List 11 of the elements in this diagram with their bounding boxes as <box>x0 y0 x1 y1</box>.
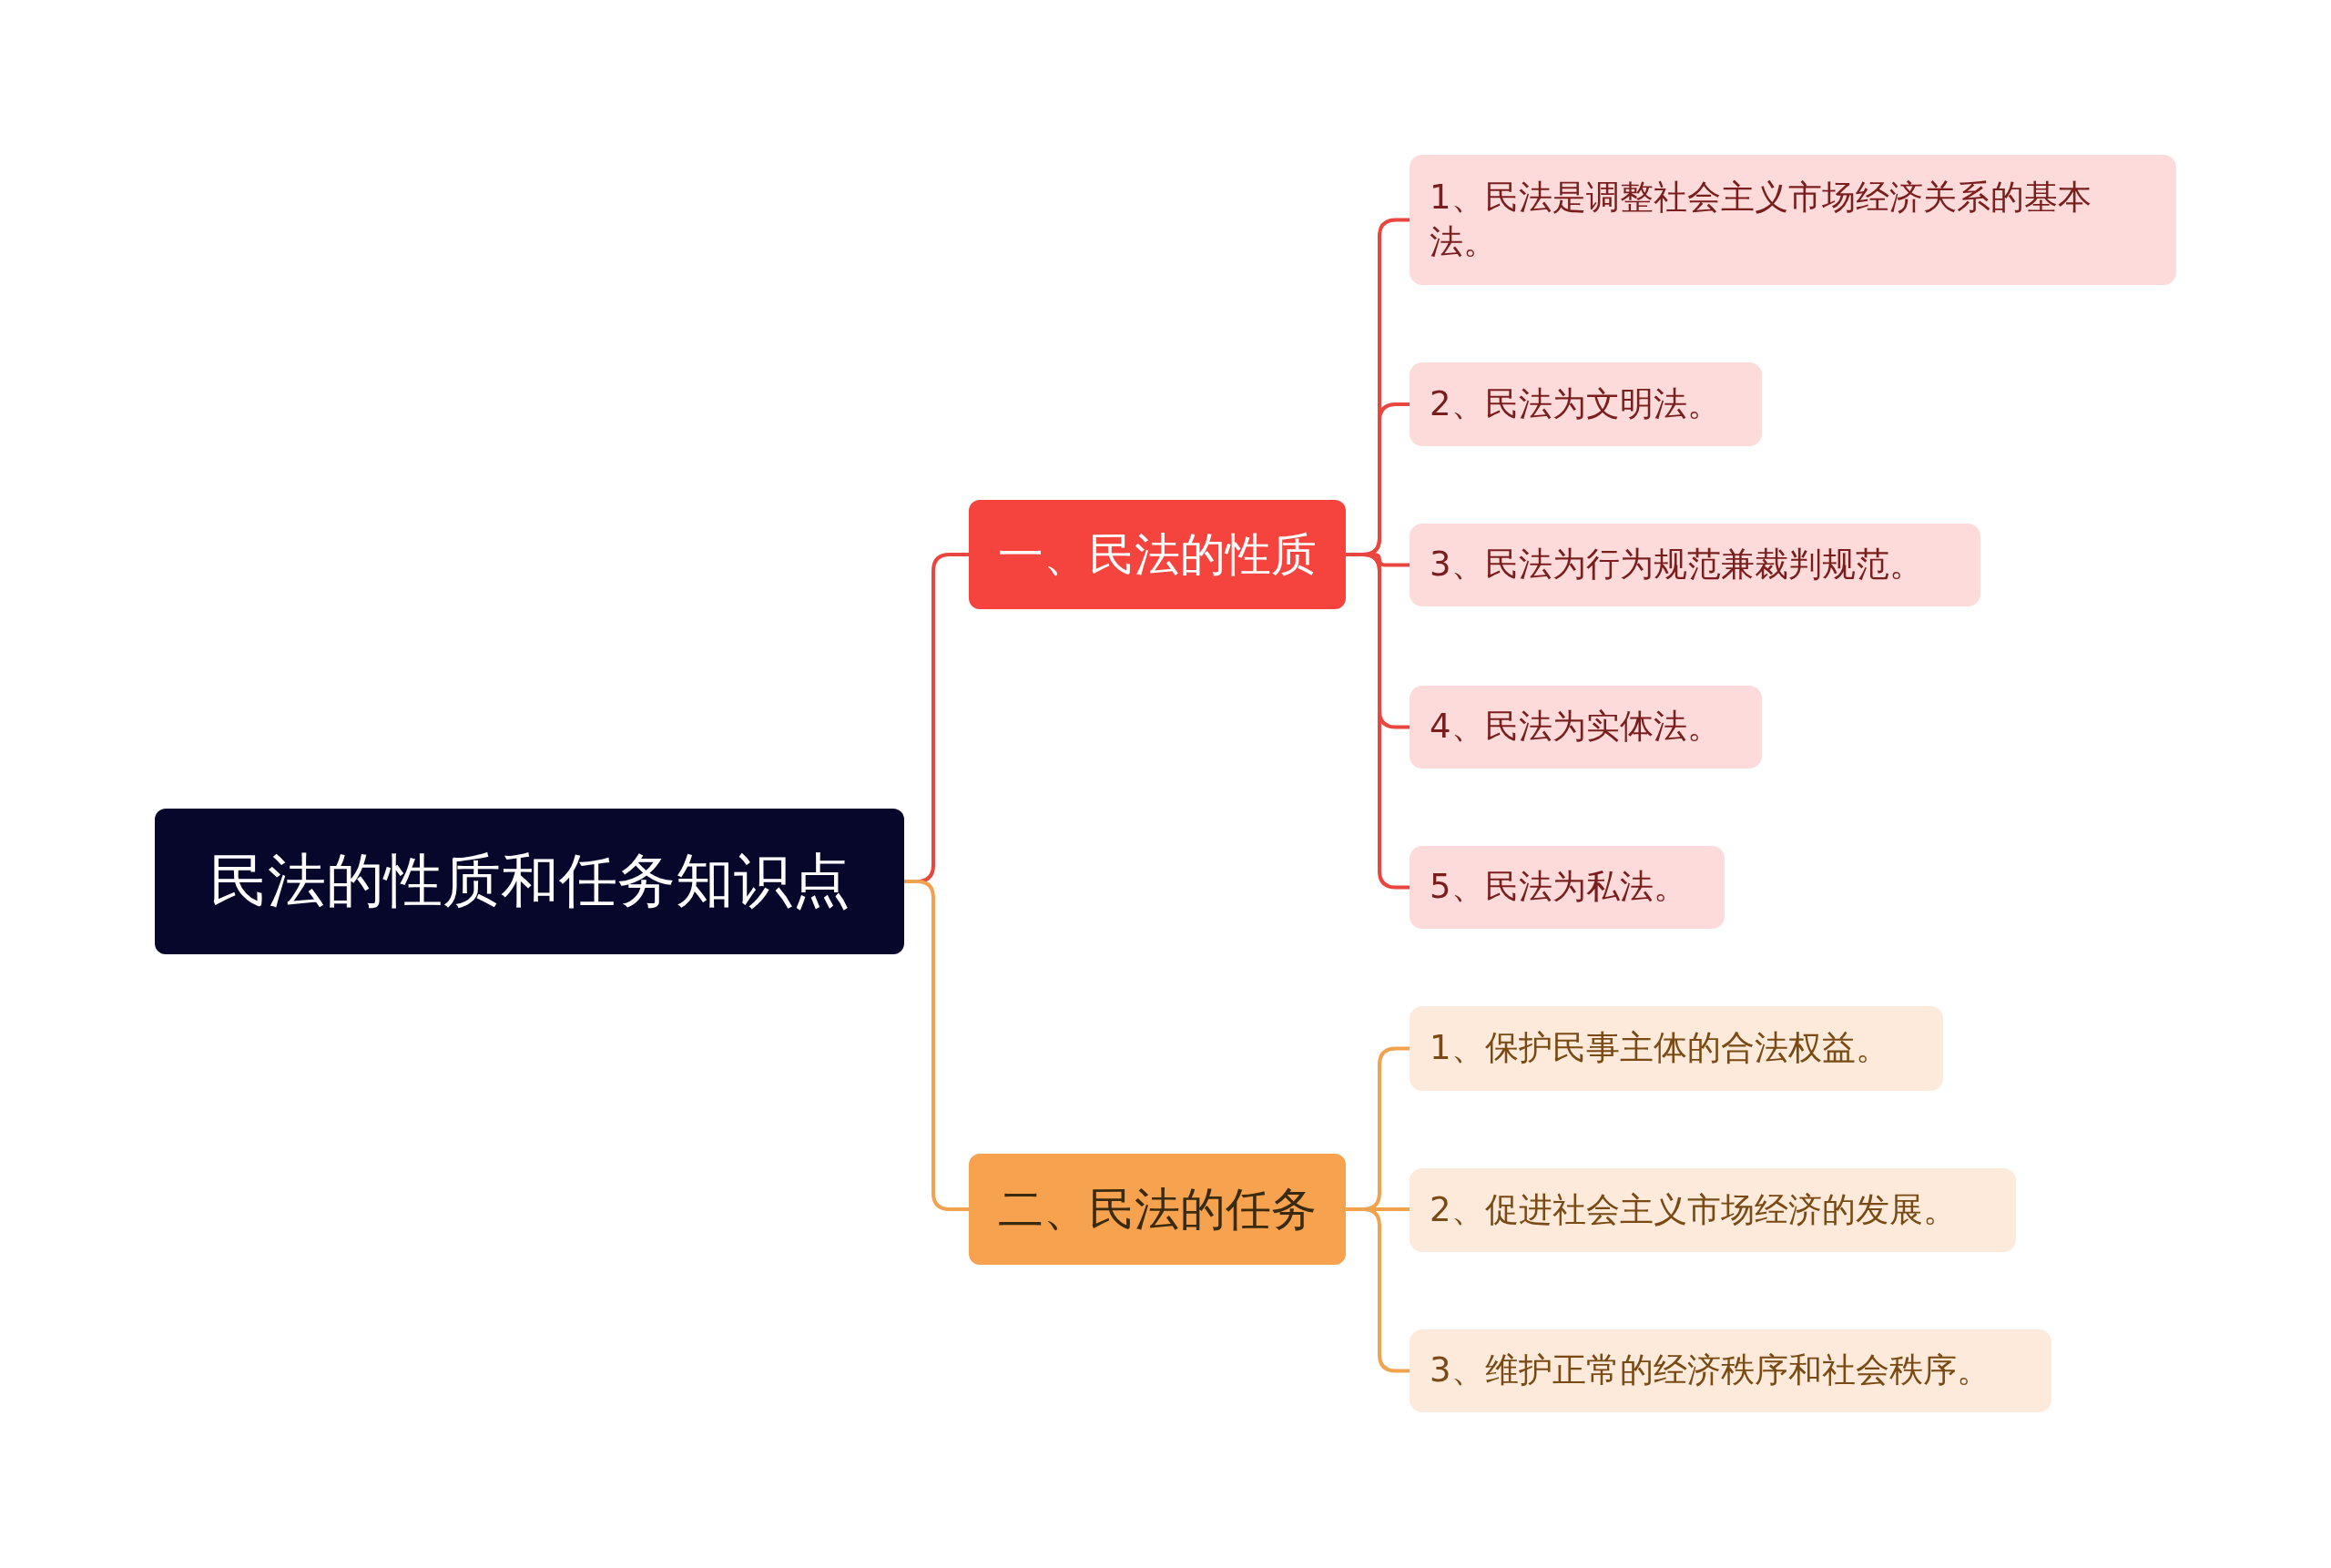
topic-box: 民法的性质和任务知识点 <box>155 809 904 954</box>
leaf-box: 1、民法是调整社会主义市场经济关系的基本法。 <box>1410 155 2176 285</box>
leaf-box: 5、民法为私法。 <box>1410 846 1725 929</box>
leaf-box: 4、民法为实体法。 <box>1410 686 1762 769</box>
leaf-box: 2、民法为文明法。 <box>1410 362 1762 446</box>
leaf-box: 3、民法为行为规范兼裁判规范。 <box>1410 524 1980 606</box>
branch-box: 二、民法的任务 <box>969 1154 1346 1265</box>
branch-box: 一、民法的性质 <box>969 500 1346 609</box>
leaf-box: 1、保护民事主体的合法权益。 <box>1410 1006 1943 1091</box>
leaf-box: 3、维护正常的经济秩序和社会秩序。 <box>1410 1329 2051 1412</box>
leaf-box: 2、促进社会主义市场经济的发展。 <box>1410 1168 2016 1252</box>
